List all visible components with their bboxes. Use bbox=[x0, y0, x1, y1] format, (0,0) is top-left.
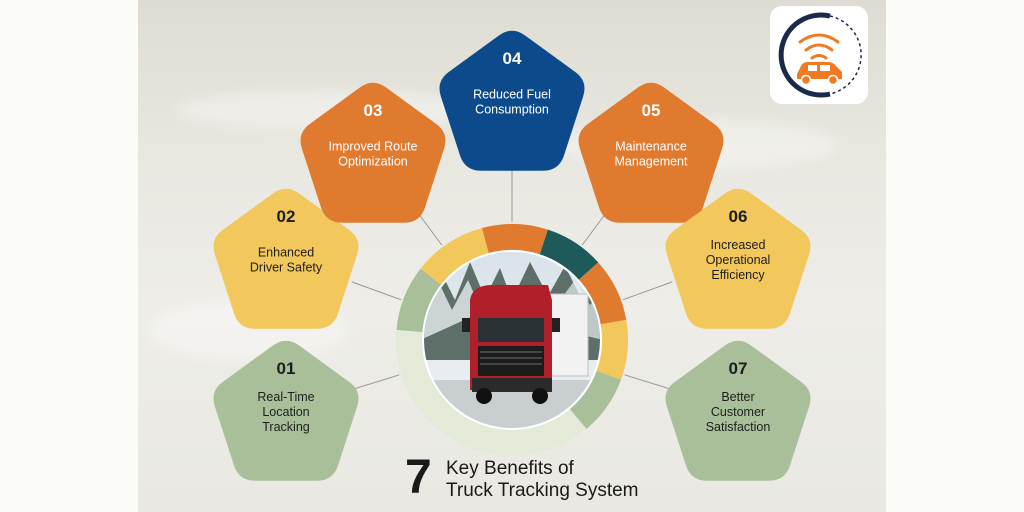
ring-segment bbox=[596, 319, 628, 380]
ring-segment-base bbox=[396, 329, 587, 456]
benefit-label-line: Real-Time bbox=[257, 390, 314, 404]
connector-line bbox=[352, 374, 400, 390]
benefit-pentagon bbox=[439, 30, 585, 171]
benefit-label-line: Efficiency bbox=[711, 268, 765, 282]
benefit-number: 07 bbox=[729, 359, 748, 378]
connector-line bbox=[624, 374, 672, 390]
benefit-number: 03 bbox=[364, 101, 383, 120]
ring-segment bbox=[481, 224, 548, 255]
truck-photo bbox=[424, 252, 600, 428]
diagram-title: Key Benefits of Truck Tracking System bbox=[446, 458, 639, 502]
benefit-pentagon bbox=[213, 340, 359, 481]
benefit-label-line: Operational bbox=[706, 253, 771, 267]
car-signal-icon bbox=[778, 12, 862, 98]
benefit-label-line: Better bbox=[721, 390, 754, 404]
title-line-2: Truck Tracking System bbox=[446, 480, 639, 501]
benefit-label-line: Reduced Fuel bbox=[473, 88, 551, 102]
benefit-label-line: Optimization bbox=[338, 155, 408, 169]
benefit-label-line: Consumption bbox=[475, 103, 549, 117]
benefit-label-line: Management bbox=[615, 155, 688, 169]
benefit-label-line: Maintenance bbox=[615, 140, 687, 154]
connector-line bbox=[351, 281, 402, 301]
benefit-pentagon bbox=[213, 188, 359, 329]
connector-line bbox=[622, 281, 673, 301]
benefit-pentagon bbox=[665, 340, 811, 481]
benefit-label-line: Location bbox=[262, 405, 309, 419]
ring-segment bbox=[569, 370, 622, 429]
ring-segment bbox=[420, 227, 489, 285]
ring-segment bbox=[578, 262, 627, 325]
title-number: 7 bbox=[405, 451, 432, 504]
ring-segment bbox=[539, 229, 599, 280]
benefit-label-line: Enhanced bbox=[258, 246, 314, 260]
benefit-number: 06 bbox=[729, 207, 748, 226]
benefit-pentagon bbox=[300, 82, 446, 223]
benefit-pentagon bbox=[665, 188, 811, 329]
benefit-number: 04 bbox=[503, 49, 522, 68]
title-line-1: Key Benefits of bbox=[446, 458, 574, 479]
benefit-label-line: Increased bbox=[711, 238, 766, 252]
benefit-pentagon bbox=[578, 82, 724, 223]
ring-segment bbox=[396, 268, 442, 333]
benefit-number: 01 bbox=[277, 359, 296, 378]
benefit-label-line: Satisfaction bbox=[706, 420, 771, 434]
benefit-label-line: Driver Safety bbox=[250, 261, 323, 275]
benefit-label-line: Improved Route bbox=[329, 140, 418, 154]
benefit-nodes: 01Real-TimeLocationTracking02EnhancedDri… bbox=[213, 30, 811, 481]
benefit-number: 02 bbox=[277, 207, 296, 226]
benefit-number: 05 bbox=[642, 101, 661, 120]
brand-logo bbox=[770, 6, 868, 104]
benefit-label-line: Tracking bbox=[262, 420, 310, 434]
benefit-label-line: Customer bbox=[711, 405, 765, 419]
